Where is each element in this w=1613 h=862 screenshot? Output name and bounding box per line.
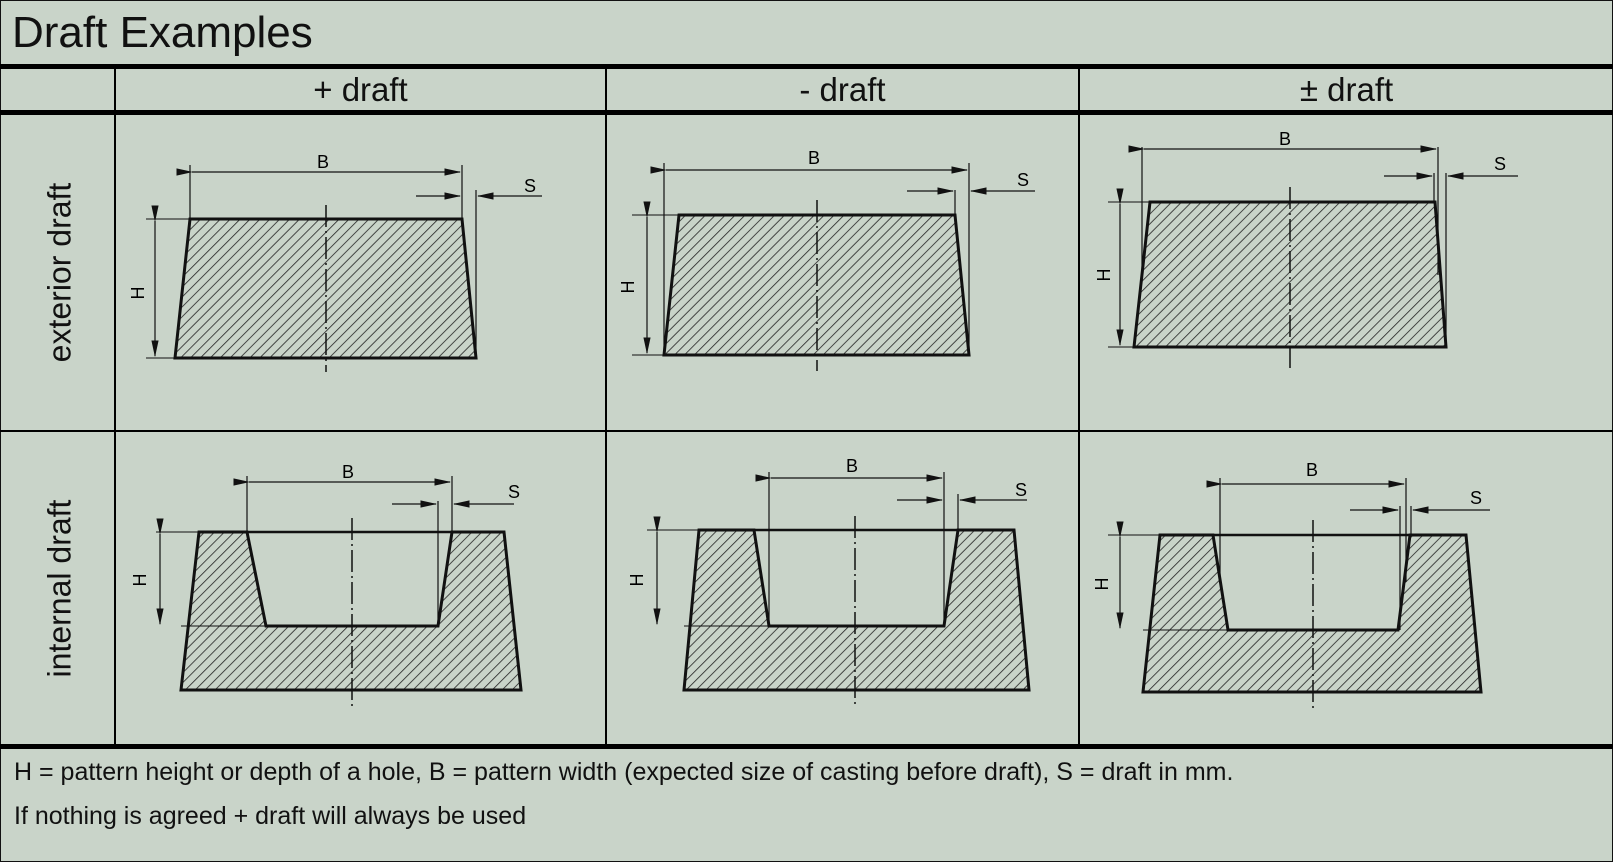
svg-text:S: S: [1017, 170, 1029, 190]
divider: [0, 430, 1613, 432]
svg-text:S: S: [1015, 480, 1027, 500]
svg-text:S: S: [524, 176, 536, 196]
svg-text:H: H: [618, 281, 638, 294]
svg-text:S: S: [508, 482, 520, 502]
row-header-exterior: exterior draft: [4, 115, 116, 430]
diagram-exterior-plusminus-draft: B S H: [1080, 115, 1613, 430]
svg-text:S: S: [1494, 154, 1506, 174]
row-header-internal: internal draft: [4, 432, 116, 744]
row-label: internal draft: [41, 499, 78, 677]
diagram-exterior-minus-draft: B S H: [607, 115, 1078, 430]
column-header-minus-draft: - draft: [799, 71, 886, 108]
svg-text:B: B: [1306, 460, 1318, 480]
svg-text:B: B: [846, 456, 858, 476]
divider: [1078, 66, 1080, 746]
svg-text:B: B: [1279, 129, 1291, 149]
divider: [114, 66, 116, 746]
default-rule-note: If nothing is agreed + draft will always…: [14, 802, 527, 830]
row-label: exterior draft: [41, 182, 78, 363]
svg-text:H: H: [1094, 269, 1114, 282]
diagram-exterior-plus-draft: B S H: [116, 115, 605, 430]
svg-text:S: S: [1470, 488, 1482, 508]
svg-text:H: H: [128, 287, 148, 300]
diagram-internal-plus-draft: B S H: [116, 432, 605, 744]
page-title: Draft Examples: [12, 8, 313, 57]
svg-text:H: H: [130, 574, 150, 587]
diagram-internal-plusminus-draft: B S H: [1080, 432, 1613, 744]
svg-text:B: B: [342, 462, 354, 482]
svg-text:H: H: [627, 574, 647, 587]
diagram-internal-minus-draft: B S H: [607, 432, 1078, 744]
svg-text:B: B: [317, 152, 329, 172]
svg-text:B: B: [808, 148, 820, 168]
column-header-plusminus-draft: ± draft: [1299, 71, 1394, 108]
legend-note: H = pattern height or depth of a hole, B…: [14, 758, 1234, 786]
column-header-plus-draft: + draft: [313, 71, 408, 108]
divider: [0, 110, 1613, 115]
divider: [605, 66, 607, 746]
divider: [0, 64, 1613, 69]
svg-text:H: H: [1092, 578, 1112, 591]
divider: [0, 744, 1613, 749]
